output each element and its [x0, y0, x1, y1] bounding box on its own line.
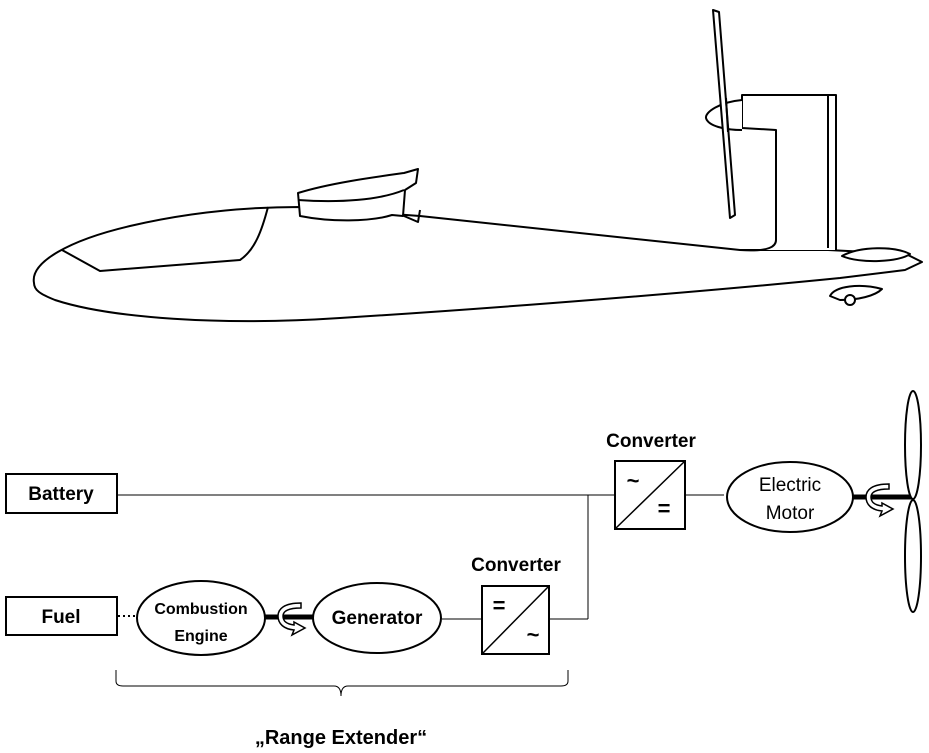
converter-top-ac-symbol: ~ — [627, 468, 640, 493]
rotation-arrow-icon — [865, 483, 895, 518]
converter-bottom-dc-symbol: = — [493, 593, 506, 618]
battery-box — [5, 473, 118, 514]
tail-wheel-fairing — [829, 284, 883, 301]
rotation-arrow-icon — [277, 602, 307, 637]
battery-label: Battery — [28, 484, 94, 505]
blade-root — [725, 97, 729, 133]
pod-strut — [403, 209, 421, 223]
converter-top-diagonal — [614, 460, 686, 530]
propeller-icon — [712, 9, 736, 219]
tail-wheel — [844, 294, 856, 306]
canopy — [61, 206, 269, 272]
range-extender-label: „Range Extender“ — [255, 727, 427, 749]
fuel-label: Fuel — [41, 607, 80, 628]
converter-bottom-ac-symbol: ~ — [527, 622, 540, 647]
motor-label-line2: Motor — [766, 503, 815, 524]
aircraft-illustration — [32, 9, 923, 323]
tail-pod — [841, 247, 911, 263]
engine-pod-line — [297, 189, 405, 203]
propeller-blade-top — [904, 390, 922, 500]
fuel-box — [5, 596, 118, 636]
engine-pod — [297, 168, 419, 222]
generator-label: Generator — [332, 608, 423, 629]
motor-label-line1: Electric — [759, 475, 821, 496]
converter-top-dc-symbol: = — [658, 496, 671, 521]
range-extender-brace — [115, 670, 569, 697]
converter-bottom-label: Converter — [471, 555, 561, 576]
propeller-blade-bottom — [904, 499, 922, 613]
connections — [118, 494, 724, 620]
fuselage-outline — [32, 206, 923, 323]
converter-bottom-diagonal — [481, 585, 550, 655]
engine-label-line2: Engine — [174, 628, 227, 645]
converter-top-label: Converter — [606, 431, 696, 452]
engine-label-line1: Combustion — [154, 601, 247, 618]
tail-boom — [739, 94, 837, 252]
